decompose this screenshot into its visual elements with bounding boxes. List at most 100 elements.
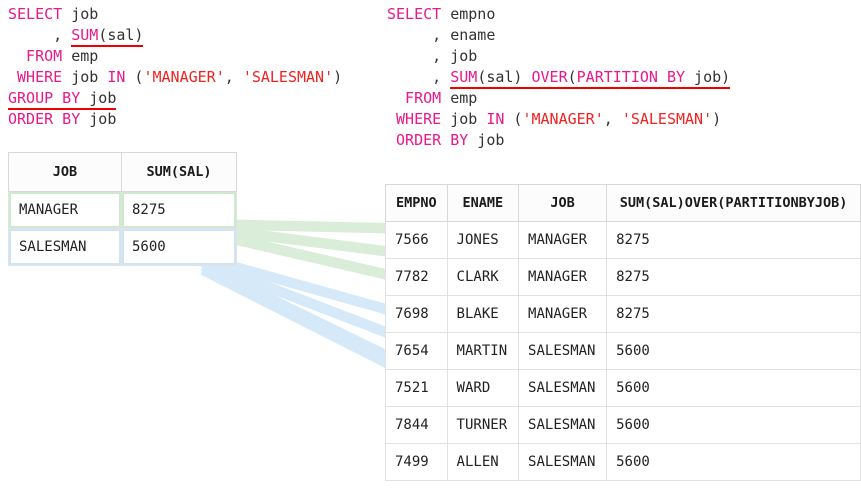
table-cell: SALESMAN bbox=[518, 443, 608, 481]
table-cell: MANAGER bbox=[518, 258, 608, 296]
column-header-job: JOB bbox=[518, 184, 608, 222]
table-cell: 5600 bbox=[606, 369, 861, 407]
sql-line: SELECT job bbox=[8, 4, 342, 25]
group-by-query: SELECT job , SUM(sal) FROM emp WHERE job… bbox=[8, 4, 342, 130]
table-cell: 8275 bbox=[606, 221, 861, 259]
table-cell: MANAGER bbox=[518, 221, 608, 259]
table-cell: 7521 bbox=[385, 369, 448, 407]
table-cell: SALESMAN bbox=[518, 369, 608, 407]
sql-token: WHERE bbox=[8, 68, 63, 86]
table-cell: SALESMAN bbox=[8, 228, 122, 266]
sql-token: job bbox=[80, 110, 117, 128]
windowed-result-table-container: EMPNO ENAME JOB SUM(SAL)OVER(PARTITIONBY… bbox=[385, 184, 861, 481]
table-cell: 8275 bbox=[121, 191, 237, 229]
sql-token: FROM bbox=[387, 89, 442, 107]
sql-token-highlighted: GROUP BY bbox=[8, 89, 81, 107]
sql-token: ) bbox=[712, 110, 722, 128]
sql-token: IN bbox=[107, 68, 126, 86]
column-header-sum-sal: SUM(SAL) bbox=[121, 152, 237, 192]
sql-token: ( bbox=[504, 110, 523, 128]
sql-token: 'MANAGER' bbox=[522, 110, 604, 128]
sql-token-highlighted: SUM bbox=[450, 68, 478, 86]
sql-token: job bbox=[468, 131, 505, 149]
sql-token: , bbox=[8, 26, 72, 44]
table-cell: 8275 bbox=[606, 295, 861, 333]
sql-token: ) bbox=[333, 68, 343, 86]
table-cell: BLAKE bbox=[446, 295, 520, 333]
sql-line: ORDER BY job bbox=[8, 109, 342, 130]
sql-line: FROM emp bbox=[8, 46, 342, 67]
table-cell: 7499 bbox=[385, 443, 448, 481]
table-header-row: JOB SUM(SAL) bbox=[8, 152, 237, 192]
table-cell: WARD bbox=[446, 369, 520, 407]
table-cell: 7782 bbox=[385, 258, 448, 296]
column-header-empno: EMPNO bbox=[385, 184, 448, 222]
sql-line: WHERE job IN ('MANAGER', 'SALESMAN') bbox=[8, 67, 342, 88]
sql-token: emp bbox=[441, 89, 478, 107]
sql-token: , bbox=[387, 26, 451, 44]
sql-token-highlighted: OVER bbox=[531, 68, 568, 86]
sql-line: , job bbox=[387, 46, 730, 67]
window-function-query: SELECT empno , ename , job , SUM(sal) OV… bbox=[387, 4, 730, 151]
sql-token: , bbox=[224, 68, 243, 86]
table-cell: 5600 bbox=[606, 443, 861, 481]
sql-line: , ename bbox=[387, 25, 730, 46]
windowed-result-table: EMPNO ENAME JOB SUM(SAL)OVER(PARTITIONBY… bbox=[385, 184, 861, 481]
sql-token: SELECT bbox=[8, 5, 63, 23]
sql-token-highlighted: PARTITION BY bbox=[576, 68, 686, 86]
column-header-job: JOB bbox=[8, 152, 122, 192]
sql-token: IN bbox=[486, 110, 505, 128]
sql-token: 'SALESMAN' bbox=[242, 68, 334, 86]
table-cell: 5600 bbox=[606, 332, 861, 370]
sql-line: GROUP BY job bbox=[8, 88, 342, 109]
sql-token: , bbox=[387, 68, 451, 86]
sql-line: , SUM(sal) OVER(PARTITION BY job) bbox=[387, 67, 730, 88]
sql-token: ORDER BY bbox=[387, 131, 469, 149]
sql-token: job bbox=[450, 47, 478, 65]
table-cell: 7844 bbox=[385, 406, 448, 444]
column-header-sum-over-partition: SUM(SAL)OVER(PARTITIONBYJOB) bbox=[606, 184, 861, 222]
table-cell: 8275 bbox=[606, 258, 861, 296]
sql-token: FROM bbox=[8, 47, 63, 65]
table-cell: 7566 bbox=[385, 221, 448, 259]
sql-token: WHERE bbox=[387, 110, 442, 128]
sql-token-highlighted: SUM bbox=[71, 26, 99, 44]
sql-token-highlighted: job) bbox=[685, 68, 731, 86]
sql-token: ename bbox=[450, 26, 496, 44]
table-cell: 5600 bbox=[606, 406, 861, 444]
sql-token: ORDER BY bbox=[8, 110, 81, 128]
sql-token: 'SALESMAN' bbox=[621, 110, 713, 128]
table-header-row: EMPNO ENAME JOB SUM(SAL)OVER(PARTITIONBY… bbox=[385, 184, 861, 222]
sql-line: WHERE job IN ('MANAGER', 'SALESMAN') bbox=[387, 109, 730, 130]
sql-line: SELECT empno bbox=[387, 4, 730, 25]
table-cell: 7698 bbox=[385, 295, 448, 333]
table-cell: TURNER bbox=[446, 406, 520, 444]
sql-token: job bbox=[62, 68, 108, 86]
sql-token: 'MANAGER' bbox=[143, 68, 225, 86]
sql-token: job bbox=[62, 5, 99, 23]
sql-line: FROM emp bbox=[387, 88, 730, 109]
sql-token: ( bbox=[125, 68, 144, 86]
table-cell: 5600 bbox=[121, 228, 237, 266]
table-cell: MARTIN bbox=[446, 332, 520, 370]
sql-token-highlighted: job bbox=[80, 89, 117, 107]
sql-token: job bbox=[441, 110, 487, 128]
table-cell: SALESMAN bbox=[518, 332, 608, 370]
sql-token: , bbox=[387, 47, 451, 65]
sql-line: ORDER BY job bbox=[387, 130, 730, 151]
column-header-ename: ENAME bbox=[446, 184, 520, 222]
sql-token-highlighted: ( bbox=[567, 68, 577, 86]
sql-line: , SUM(sal) bbox=[8, 25, 342, 46]
sql-token: emp bbox=[62, 47, 99, 65]
table-cell: CLARK bbox=[446, 258, 520, 296]
